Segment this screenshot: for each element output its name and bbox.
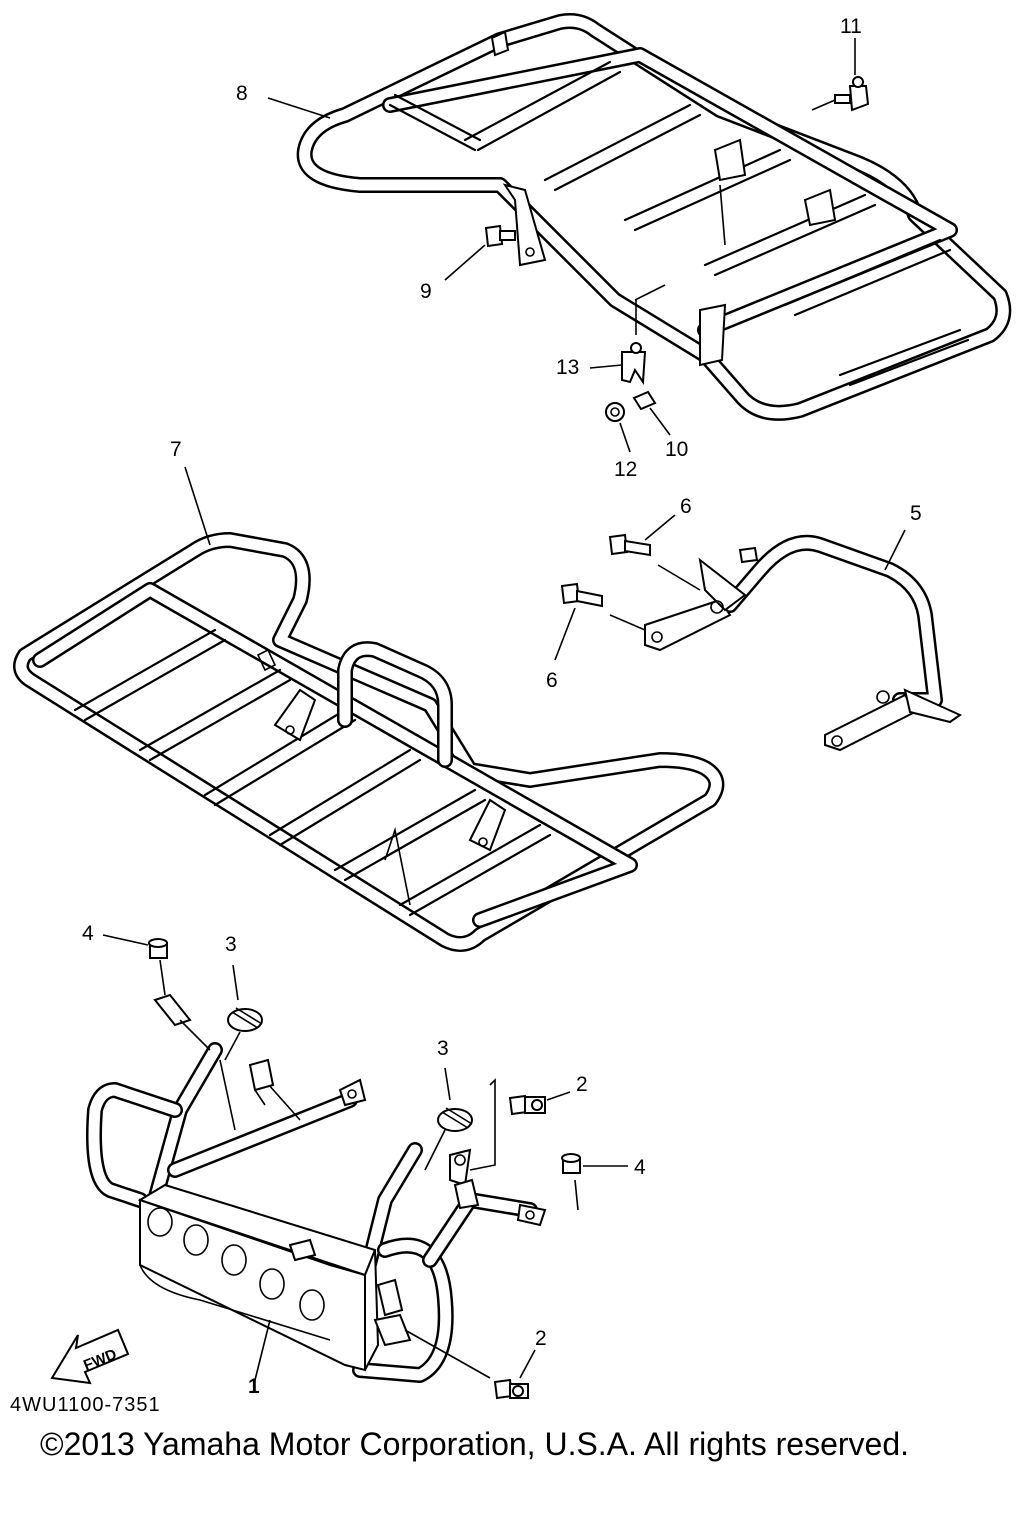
callout-12: 12 <box>614 458 637 481</box>
callout-11: 11 <box>840 15 862 38</box>
callout-3-right: 3 <box>437 1037 449 1060</box>
callout-10: 10 <box>665 438 688 461</box>
callout-3-left: 3 <box>225 933 237 956</box>
front-guard <box>86 993 547 1383</box>
callout-13: 13 <box>556 356 579 379</box>
bolt-6-upper <box>608 514 701 591</box>
grommet-3-right <box>424 1067 473 1171</box>
bolt-9 <box>444 224 516 281</box>
callout-2-lower: 2 <box>535 1327 547 1350</box>
callout-4-left: 4 <box>82 922 94 945</box>
grommet-3-left <box>224 964 263 1061</box>
bolt-6-lower <box>554 582 646 661</box>
cap-4-left <box>102 934 168 996</box>
pin-10 <box>632 390 671 436</box>
callout-6-upper: 6 <box>680 495 692 518</box>
front-carrier <box>13 532 725 952</box>
diagram-code: 4WU1100-7351 <box>10 1394 161 1416</box>
callout-5: 5 <box>910 502 922 525</box>
copyright-notice: ©2013 Yamaha Motor Corporation, U.S.A. A… <box>40 1426 909 1462</box>
bolt-2-lower <box>404 1329 536 1400</box>
callout-8: 8 <box>236 82 248 105</box>
rear-carrier <box>296 13 1012 421</box>
clip-13 <box>589 300 647 386</box>
callouts: 11 8 9 13 10 12 7 6 5 6 4 3 3 2 4 2 1 <box>82 15 922 1398</box>
bolt-11 <box>811 38 870 112</box>
callout-4-right: 4 <box>634 1156 646 1179</box>
side-bracket <box>644 534 963 752</box>
callout-9: 9 <box>420 280 432 303</box>
callout-7: 7 <box>170 438 182 461</box>
nut-12 <box>605 402 631 453</box>
fwd-arrow: FWD <box>50 1328 130 1385</box>
callout-2-upper: 2 <box>576 1073 588 1096</box>
callout-6-lower: 6 <box>546 669 558 692</box>
callout-1: 1 <box>248 1375 260 1398</box>
cap-4-right <box>561 1153 628 1211</box>
bolt-2-upper <box>469 1078 571 1171</box>
leader-lines <box>184 97 906 1381</box>
